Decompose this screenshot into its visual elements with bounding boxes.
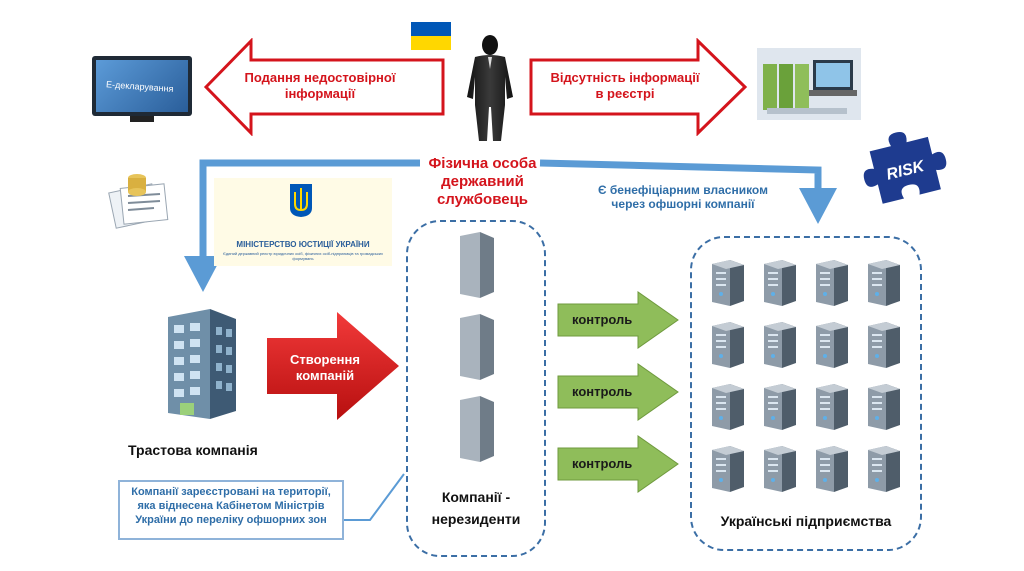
create-companies-arrow-shape bbox=[267, 312, 399, 420]
person-label-line2: державний bbox=[441, 173, 524, 190]
control-label-3: контроль bbox=[572, 456, 633, 471]
beneficiary-label: Є бенефіціарним власником через офшорні … bbox=[598, 183, 768, 211]
trident-emblem-icon bbox=[290, 184, 312, 217]
server-tower-icon bbox=[868, 260, 900, 306]
nonresidents-label-line2: нерезиденти bbox=[431, 511, 521, 527]
documents-icon bbox=[108, 174, 169, 229]
server-tower-icon bbox=[712, 384, 744, 430]
server-tower-icon bbox=[868, 446, 900, 492]
server-tower-icon bbox=[712, 322, 744, 368]
e-declaration-monitor-icon: Е-декларування bbox=[92, 56, 192, 124]
person-label-line3: службовець bbox=[436, 191, 529, 208]
person-label-line1: Фізична особа bbox=[428, 155, 537, 172]
control-label-1: контроль bbox=[572, 312, 633, 327]
risk-puzzle-icon: RISK bbox=[863, 132, 947, 204]
server-tower-icon bbox=[712, 260, 744, 306]
registry-files-icon bbox=[757, 48, 861, 120]
left-arrow-label: Подання недостовірної інформації bbox=[244, 70, 396, 101]
person-label: Фізична особа державний службовець bbox=[405, 155, 560, 209]
server-tower-icon bbox=[764, 322, 796, 368]
ministry-title: МІНІСТЕРСТВО ЮСТИЦІЇ УКРАЇНИ bbox=[236, 240, 370, 249]
server-tower-icon bbox=[816, 322, 848, 368]
offshore-note-text: Компанії зареєстровані на території, яка… bbox=[131, 486, 331, 526]
nonresidents-box bbox=[406, 220, 546, 557]
control-arrow-3-shape bbox=[557, 435, 679, 493]
trust-building-icon bbox=[168, 309, 236, 419]
server-tower-icon bbox=[868, 384, 900, 430]
nonresident-tower-1-icon bbox=[460, 232, 494, 298]
server-tower-icon bbox=[764, 260, 796, 306]
left-arrow-shape bbox=[203, 38, 445, 136]
ministry-justice-logo: МІНІСТЕРСТВО ЮСТИЦІЇ УКРАЇНИ Єдиний держ… bbox=[214, 178, 392, 266]
control-arrow-2-shape bbox=[557, 363, 679, 421]
offshore-note-box: Компанії зареєстровані на території, яка… bbox=[118, 480, 344, 540]
enterprises-grid bbox=[706, 256, 906, 500]
server-tower-icon bbox=[816, 446, 848, 492]
server-tower-icon bbox=[764, 384, 796, 430]
server-tower-icon bbox=[712, 446, 744, 492]
ukraine-flag-icon bbox=[411, 22, 451, 50]
right-arrow-label: Відсутність інформації в реєстрі bbox=[550, 70, 700, 101]
control-arrow-1-shape bbox=[557, 291, 679, 349]
nonresidents-label: Компанії - нерезиденти bbox=[414, 486, 538, 530]
ministry-subtitle: Єдиний державний реєстр юридичних осіб, … bbox=[222, 251, 384, 261]
nonresident-tower-2-icon bbox=[460, 314, 494, 380]
control-label-2: контроль bbox=[572, 384, 633, 399]
create-companies-label: Створення компаній bbox=[290, 352, 360, 383]
server-tower-icon bbox=[868, 322, 900, 368]
offshore-note-connector bbox=[342, 473, 405, 521]
server-tower-icon bbox=[764, 446, 796, 492]
server-tower-icon bbox=[816, 384, 848, 430]
right-arrow-shape bbox=[529, 38, 748, 136]
nonresident-tower-3-icon bbox=[460, 396, 494, 462]
nonresidents-label-line1: Компанії - bbox=[441, 489, 511, 505]
trust-company-label: Трастова компанія bbox=[128, 442, 258, 458]
server-tower-icon bbox=[816, 260, 848, 306]
person-silhouette-icon bbox=[467, 35, 513, 141]
enterprises-label: Українські підприємства bbox=[720, 513, 892, 529]
enterprises-box bbox=[690, 236, 922, 551]
